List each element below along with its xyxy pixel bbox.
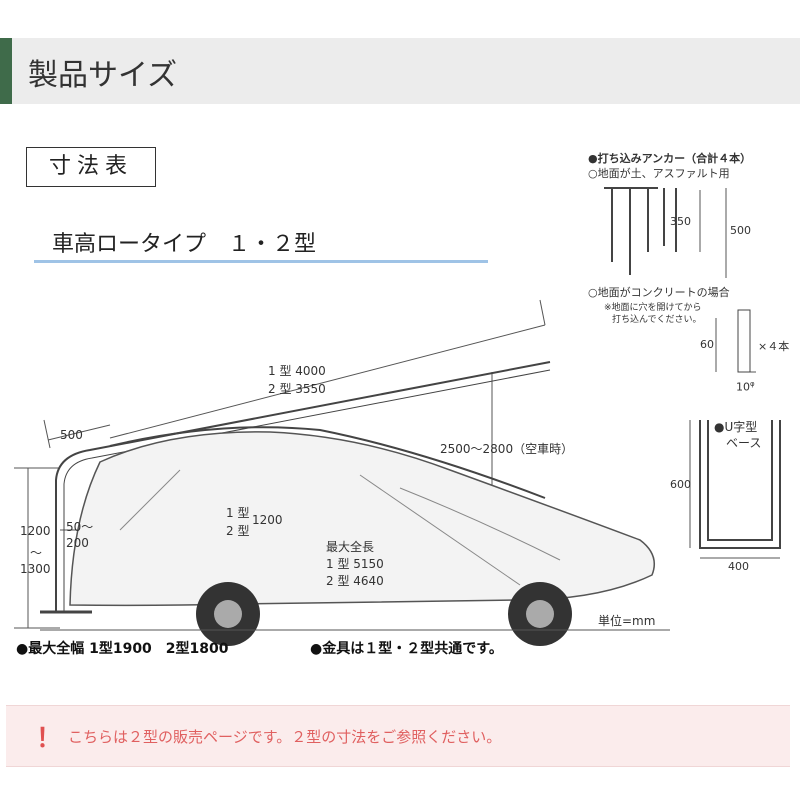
frame-arm bbox=[55, 361, 551, 612]
concrete-bolt bbox=[737, 309, 751, 373]
post-height-bottom: 1300 bbox=[20, 562, 51, 576]
model-title-underline bbox=[34, 260, 488, 263]
cover-height-model-2: 2 型 bbox=[226, 524, 250, 538]
u-base-400-label: 400 bbox=[728, 560, 749, 573]
notice-text: こちらは２型の販売ページです。２型の寸法をご参照ください。 bbox=[68, 728, 502, 746]
warning-icon: ！ bbox=[36, 724, 63, 754]
arm-length-label-1: 1 型 4000 bbox=[268, 364, 326, 378]
post-height-top: 1200 bbox=[20, 524, 51, 538]
post-width-label-1: 50～ bbox=[66, 520, 94, 534]
anchor-title: ●打ち込みアンカー（合計４本） bbox=[588, 152, 752, 165]
anchor-soil-note: ○地面が土、アスファルト用 bbox=[588, 167, 730, 180]
bolt-10-label: 10φ bbox=[736, 380, 755, 394]
section-title: 製品サイズ bbox=[28, 58, 178, 93]
max-length-title: 最大全長 bbox=[326, 540, 375, 554]
post-width-label-2: 200 bbox=[66, 536, 89, 550]
header-accent-bar bbox=[0, 38, 12, 104]
model-title: 車高ロータイプ １・２型 bbox=[52, 232, 317, 257]
unit-label: 単位=mm bbox=[598, 614, 656, 628]
u-base-600-label: 600 bbox=[670, 478, 691, 491]
dimension-table-label: 寸法表 bbox=[26, 147, 156, 187]
post-height-tilde: ～ bbox=[30, 546, 43, 560]
bolt-quantity: ×４本 bbox=[758, 340, 790, 353]
max-length-model-2: 2 型 4640 bbox=[326, 574, 384, 588]
cover-height-value: 1200 bbox=[252, 513, 283, 527]
u-base bbox=[699, 420, 781, 549]
u-base-title-2: ベース bbox=[726, 436, 762, 450]
anchor-350-label: 350 bbox=[670, 215, 691, 228]
frame-arm-inner bbox=[63, 369, 551, 612]
anchor-note-1: ※地面に穴を開けてから bbox=[604, 303, 702, 313]
height-range-label: 2500～2800（空車時） bbox=[440, 442, 574, 456]
bolt-60-label: 60 bbox=[700, 338, 714, 351]
notice-banner: ！ こちらは２型の販売ページです。２型の寸法をご参照ください。 bbox=[6, 705, 790, 767]
arm-length-dim-line bbox=[109, 324, 546, 439]
anchor-note-2: 打ち込んでください。 bbox=[612, 315, 702, 325]
max-length-model-1: 1 型 5150 bbox=[326, 557, 384, 571]
cover-rib-frame bbox=[109, 426, 546, 499]
offset-label: 500 bbox=[60, 428, 83, 442]
offset-dim-line bbox=[47, 424, 111, 441]
arm-length-label-2: 2 型 3550 bbox=[268, 382, 326, 396]
u-base-title-1: ●U字型 bbox=[714, 420, 758, 434]
anchor-pegs bbox=[604, 187, 677, 275]
max-width-spec: ●最大全幅 1型1900 2型1800 bbox=[16, 641, 229, 657]
anchor-concrete-note: ○地面がコンクリートの場合 bbox=[588, 286, 730, 299]
cover-height-model-1: 1 型 bbox=[226, 506, 250, 520]
cover-fold-line bbox=[119, 469, 181, 531]
anchor-500-label: 500 bbox=[730, 224, 751, 237]
section-header: 製品サイズ bbox=[0, 38, 800, 104]
fitting-spec: ●金具は１型・２型共通です。 bbox=[310, 641, 503, 657]
